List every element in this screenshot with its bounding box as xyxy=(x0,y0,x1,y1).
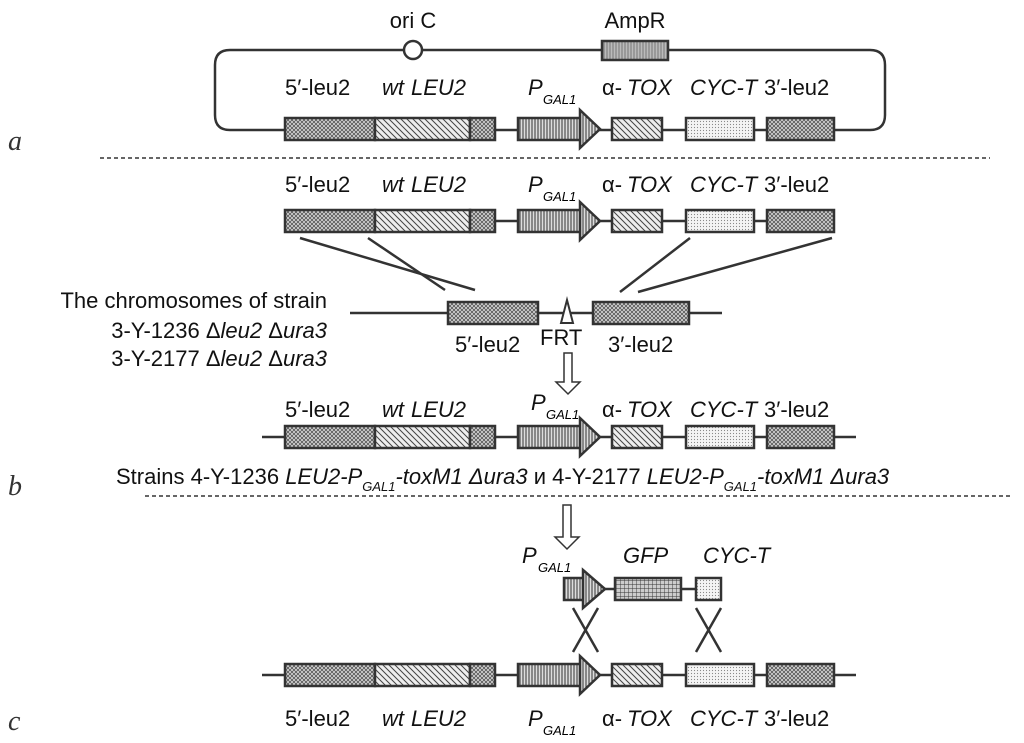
ampr-label: AmpR xyxy=(604,8,665,33)
svg-text:wt: wt xyxy=(382,397,405,422)
strains-caption: Strains 4-Y-1236 LEU2-PGAL1-toxM1 Δura3 … xyxy=(116,464,890,494)
ori-c-marker xyxy=(402,39,424,61)
svg-text:5′-leu2: 5′-leu2 xyxy=(455,332,520,357)
svg-text:CYC-T: CYC-T xyxy=(690,706,759,731)
svg-text:P: P xyxy=(531,390,546,415)
cassette-b-integrated-labels: 5′-leu2 wt LEU2 P GAL1 α- TOX CYC-T 3′-l… xyxy=(285,390,829,422)
svg-text:α-: α- xyxy=(602,172,622,197)
cassette-a xyxy=(283,107,836,151)
cassette-b-top xyxy=(283,199,836,243)
plasmid: ori C AmpR xyxy=(213,8,887,132)
cassette-b-integrated xyxy=(262,415,856,459)
svg-text:CYC-T: CYC-T xyxy=(690,397,759,422)
panel-label-c: c xyxy=(8,706,21,737)
wt-leu2-box xyxy=(373,116,472,142)
alpha-tox-box xyxy=(610,116,664,142)
label-cyc-t: CYC-T xyxy=(690,75,759,100)
svg-text:3′-leu2: 3′-leu2 xyxy=(764,397,829,422)
chrom-5-leu2-box xyxy=(446,300,540,326)
label-p: P xyxy=(528,75,543,100)
svg-text:5′-leu2: 5′-leu2 xyxy=(285,706,350,731)
strain-1-line: 3-Y-1236 Δleu2 Δura3 xyxy=(111,318,328,343)
leu2-3-box xyxy=(765,116,836,142)
gfp-box xyxy=(613,576,683,602)
svg-text:3′-leu2: 3′-leu2 xyxy=(608,332,673,357)
panel-label-a: a xyxy=(8,126,22,157)
svg-text:GFP: GFP xyxy=(623,543,669,568)
svg-text:TOX: TOX xyxy=(627,172,673,197)
chromosome: FRT 5′-leu2 3′-leu2 xyxy=(350,296,722,357)
down-arrow-2-icon xyxy=(553,504,581,551)
svg-text:GAL1: GAL1 xyxy=(546,407,579,422)
svg-text:5′-leu2: 5′-leu2 xyxy=(285,172,350,197)
svg-text:GAL1: GAL1 xyxy=(538,560,571,575)
svg-text:wt: wt xyxy=(382,706,405,731)
chrom-3-leu2-box xyxy=(591,300,691,326)
svg-text:α-: α- xyxy=(602,706,622,731)
svg-text:LEU2: LEU2 xyxy=(411,397,466,422)
frt-label: FRT xyxy=(540,325,582,350)
svg-text:P: P xyxy=(528,706,543,731)
svg-text:TOX: TOX xyxy=(627,397,673,422)
label-5-leu2: 5′-leu2 xyxy=(285,75,350,100)
chromosome-description: The chromosomes of strain 3-Y-1236 Δleu2… xyxy=(60,288,327,371)
ori-c-label: ori C xyxy=(390,8,437,33)
gfp-cyc-t-box xyxy=(694,576,723,602)
panel-label-b: b xyxy=(8,471,22,502)
svg-text:CYC-T: CYC-T xyxy=(690,172,759,197)
gfp-construct: P GAL1 GFP CYC-T xyxy=(522,543,772,611)
down-arrow-1-icon xyxy=(554,352,582,396)
leu2-5-box xyxy=(283,116,377,142)
plasmid-backbone xyxy=(213,48,887,132)
ampr-gene-box xyxy=(600,39,670,62)
svg-text:CYC-T: CYC-T xyxy=(703,543,772,568)
svg-text:LEU2: LEU2 xyxy=(411,172,466,197)
recombination-lines xyxy=(299,236,833,294)
pgal1-arrowhead xyxy=(578,107,602,151)
frt-marker xyxy=(559,296,575,324)
label-3-leu2: 3′-leu2 xyxy=(764,75,829,100)
label-tox: TOX xyxy=(627,75,673,100)
svg-text:P: P xyxy=(522,543,537,568)
crossover-marks xyxy=(571,607,723,653)
svg-text:3′-leu2: 3′-leu2 xyxy=(764,172,829,197)
svg-text:α-: α- xyxy=(602,397,622,422)
cassette-c-labels: 5′-leu2 wt LEU2 P GAL1 α- TOX CYC-T 3′-l… xyxy=(285,706,829,738)
cassette-a-labels: 5′-leu2 wt LEU2 P GAL1 α- TOX CYC-T 3′-l… xyxy=(285,75,829,107)
svg-text:P: P xyxy=(528,172,543,197)
label-alpha: α- xyxy=(602,75,622,100)
svg-text:GAL1: GAL1 xyxy=(543,723,576,738)
cassette-b-top-labels: 5′-leu2 wt LEU2 P GAL1 α- TOX CYC-T 3′-l… xyxy=(285,172,829,204)
gfp-pgal1-arrowhead xyxy=(581,567,607,611)
cassette-c xyxy=(262,653,856,697)
svg-text:3′-leu2: 3′-leu2 xyxy=(764,706,829,731)
cyc-t-box xyxy=(684,116,756,142)
chromosome-title: The chromosomes of strain xyxy=(60,288,327,313)
label-leu2: LEU2 xyxy=(411,75,466,100)
label-gal1: GAL1 xyxy=(543,92,576,107)
svg-text:GAL1: GAL1 xyxy=(543,189,576,204)
leu2-tail-box xyxy=(468,116,497,142)
label-wt: wt xyxy=(382,75,405,100)
strain-2-line: 3-Y-2177 Δleu2 Δura3 xyxy=(111,346,328,371)
svg-text:wt: wt xyxy=(382,172,405,197)
svg-text:TOX: TOX xyxy=(627,706,673,731)
pgal1-box xyxy=(516,116,585,142)
svg-text:LEU2: LEU2 xyxy=(411,706,466,731)
svg-text:5′-leu2: 5′-leu2 xyxy=(285,397,350,422)
